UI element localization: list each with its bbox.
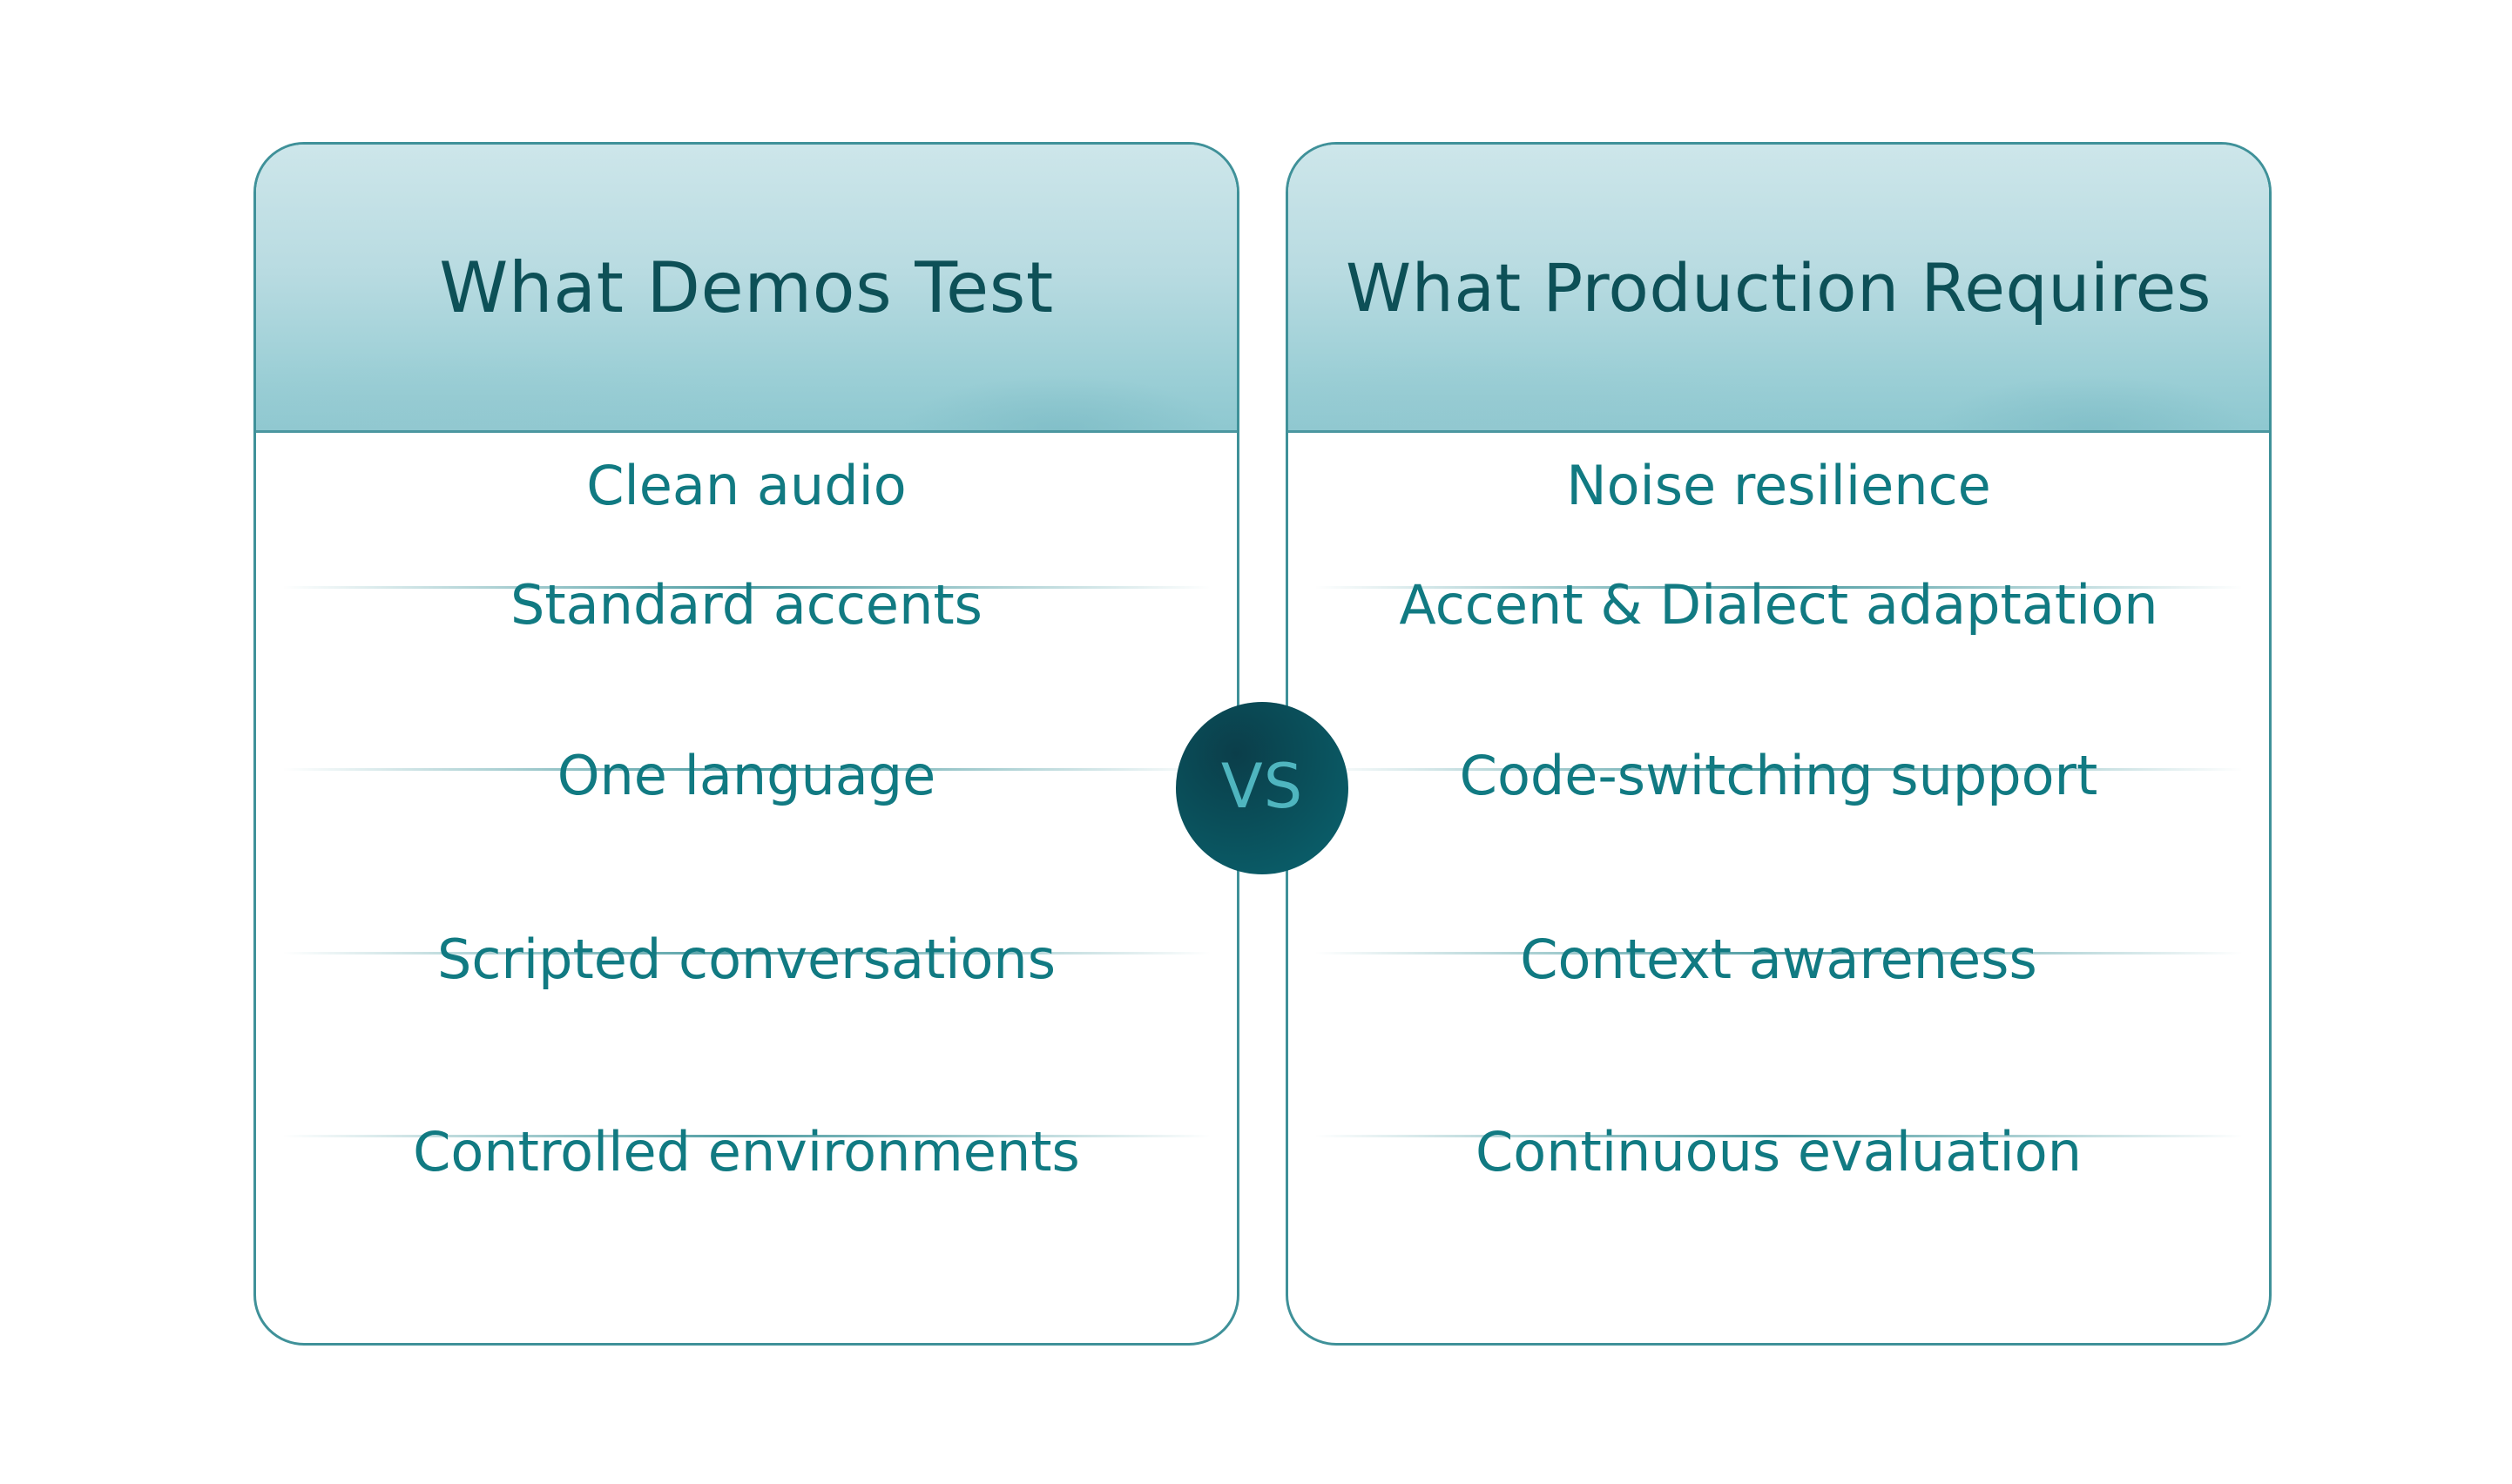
row-divider <box>282 768 1211 771</box>
demos-item: Standard accents <box>256 552 1237 657</box>
row-divider <box>282 1135 1211 1137</box>
production-card-title: What Production Requires <box>1346 248 2212 327</box>
production-item-label: Noise resilience <box>1566 453 1991 517</box>
row-divider <box>1314 586 2243 589</box>
production-item: Continuous evaluation <box>1288 1099 2269 1204</box>
row-divider <box>1314 1135 2243 1137</box>
demos-card-title: What Demos Test <box>439 246 1054 328</box>
demos-list: Clean audio Standard accents One languag… <box>256 433 1237 1343</box>
production-item-label: Code-switching support <box>1459 743 2098 807</box>
row-divider <box>1314 768 2243 771</box>
demos-item: Clean audio <box>256 433 1237 537</box>
demos-card: What Demos Test Clean audio Standard acc… <box>253 142 1239 1346</box>
production-item-label: Continuous evaluation <box>1475 1119 2082 1184</box>
production-item: Code-switching support <box>1288 723 2269 827</box>
demos-item: Scripted conversations <box>256 907 1237 1011</box>
vs-label: VS <box>1220 751 1304 822</box>
production-list: Noise resilience Accent & Dialect adapta… <box>1288 433 2269 1343</box>
row-divider <box>282 586 1211 589</box>
production-item: Accent & Dialect adaptation <box>1288 552 2269 657</box>
demos-item: One language <box>256 723 1237 827</box>
demos-item-label: Scripted conversations <box>436 927 1057 991</box>
demos-item-label: One language <box>557 743 936 807</box>
production-item-label: Context awareness <box>1520 927 2037 991</box>
row-divider <box>282 952 1211 954</box>
row-divider <box>1314 952 2243 954</box>
demos-item: Controlled environments <box>256 1099 1237 1204</box>
production-item: Noise resilience <box>1288 433 2269 537</box>
production-card: What Production Requires Noise resilienc… <box>1286 142 2272 1346</box>
demos-item-label: Clean audio <box>586 453 907 517</box>
production-item: Context awareness <box>1288 907 2269 1011</box>
demos-card-header: What Demos Test <box>256 145 1237 433</box>
production-card-header: What Production Requires <box>1288 145 2269 433</box>
production-item-label: Accent & Dialect adaptation <box>1399 572 2158 637</box>
vs-badge: VS <box>1176 702 1348 874</box>
demos-item-label: Standard accents <box>510 572 983 637</box>
demos-item-label: Controlled environments <box>413 1119 1080 1184</box>
